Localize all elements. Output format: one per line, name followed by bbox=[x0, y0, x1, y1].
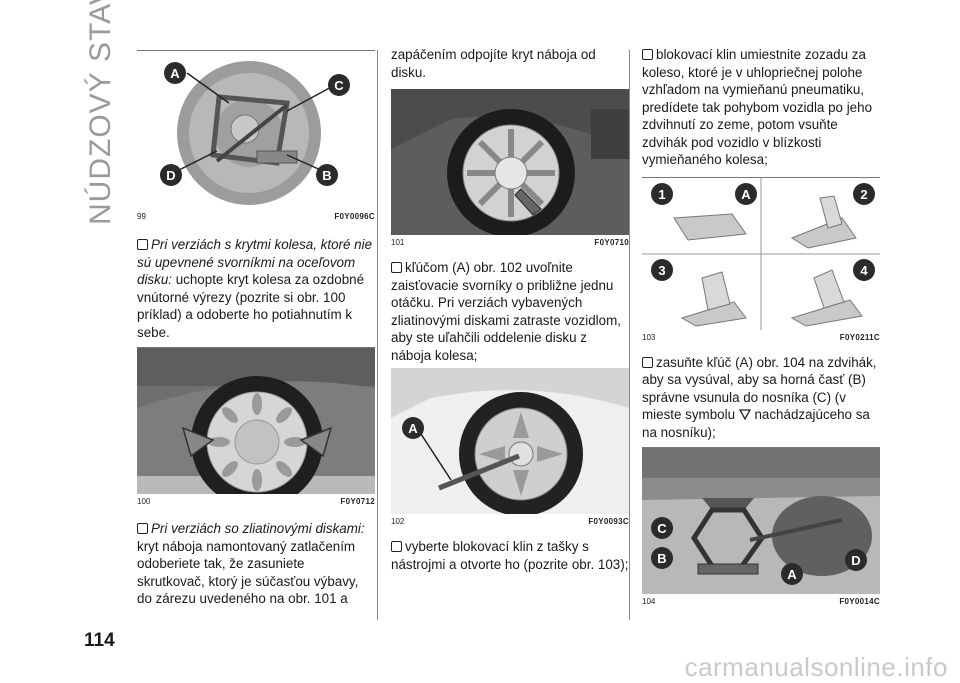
paragraph: zapáčením odpojíte kryt náboja od disku. bbox=[391, 47, 596, 80]
figure-caption: 103 F0Y0211C bbox=[642, 333, 880, 342]
alloy-wheel-hubcap-illustration bbox=[391, 89, 629, 235]
step-4: 4 bbox=[860, 263, 868, 278]
figure-caption: 100 F0Y0712 bbox=[137, 497, 375, 506]
callout-a: A bbox=[170, 66, 180, 81]
jack-placement-illustration: C B A D bbox=[642, 448, 880, 594]
paragraph-text: vyberte blokovací klin z tašky s nástroj… bbox=[391, 539, 629, 572]
step-3: 3 bbox=[658, 263, 665, 278]
wheel-wrench-illustration: A bbox=[391, 368, 629, 514]
figure-code: F0Y0096C bbox=[334, 212, 375, 221]
step-1: 1 bbox=[658, 187, 665, 202]
figure-number: 100 bbox=[137, 497, 151, 506]
figure-code: F0Y0712 bbox=[340, 497, 375, 506]
column-divider bbox=[629, 50, 630, 620]
bullet-box-icon bbox=[137, 523, 148, 534]
figure-caption: 99 F0Y0096C bbox=[137, 212, 375, 221]
callout-c: C bbox=[657, 521, 667, 536]
figure-code: F0Y0710 bbox=[594, 238, 629, 247]
bullet-box-icon bbox=[137, 239, 148, 250]
italic-lead: Pri verziách s krytmi kolesa, ktoré nie … bbox=[137, 237, 373, 287]
column-1: A C D B 99 F0Y0096C Pri verziách s krytm… bbox=[137, 50, 375, 608]
figure-number: 101 bbox=[391, 238, 405, 247]
callout-c: C bbox=[334, 78, 344, 93]
step-2: 2 bbox=[860, 187, 867, 202]
figure-caption: 101 F0Y0710 bbox=[391, 238, 629, 247]
column-3: blokovací klin umiestnite zozadu za kole… bbox=[642, 46, 880, 606]
figure-caption: 104 F0Y0014C bbox=[642, 597, 880, 606]
callout-b: B bbox=[657, 551, 666, 566]
section-title: NÚDZOVÝ STAV bbox=[84, 0, 117, 225]
italic-lead: Pri verziách so zliatinovými diskami: bbox=[151, 521, 365, 536]
figure-number: 99 bbox=[137, 212, 146, 221]
figure-99: A C D B 99 F0Y0096C bbox=[137, 50, 375, 221]
paragraph-text: kľúčom (A) obr. 102 uvoľnite zaisťovacie… bbox=[391, 260, 621, 363]
paragraph: zasuňte kľúč (A) obr. 104 na zdvihák, ab… bbox=[642, 354, 880, 442]
paragraph-text: zasuňte kľúč (A) obr. 104 na zdvihák, ab… bbox=[642, 354, 877, 423]
callout-d: D bbox=[166, 168, 175, 183]
page-number: 114 bbox=[84, 630, 115, 651]
callout-a: A bbox=[787, 567, 797, 582]
figure-104: C B A D 104 F0Y0014C bbox=[642, 447, 880, 606]
bullet-box-icon bbox=[642, 356, 653, 368]
callout-d: D bbox=[851, 553, 860, 568]
column-2: zapáčením odpojíte kryt náboja od disku.… bbox=[391, 46, 629, 573]
bullet-box-icon bbox=[642, 49, 653, 60]
wheel-cover-illustration bbox=[137, 348, 375, 494]
paragraph-text: uchopte kryt kolesa za ozdobné vnútorné … bbox=[137, 272, 365, 340]
figure-number: 102 bbox=[391, 517, 405, 526]
callout-b: B bbox=[322, 168, 331, 183]
figure-code: F0Y0014C bbox=[839, 597, 880, 606]
paragraph: Pri verziách so zliatinovými diskami: kr… bbox=[137, 520, 375, 608]
paragraph: blokovací klin umiestnite zozadu za kole… bbox=[642, 46, 880, 169]
wheel-chock-unfold-illustration: 1 A 2 3 4 bbox=[642, 177, 880, 330]
figure-number: 104 bbox=[642, 597, 656, 606]
paragraph-text: kryt náboja namontovaný zatlačením odobe… bbox=[137, 538, 359, 607]
footer-watermark: carmanualsonline.info bbox=[684, 652, 948, 682]
spare-wheel-tools-illustration: A C D B bbox=[137, 51, 375, 209]
figure-103: 1 A 2 3 4 103 F0Y0211C bbox=[642, 176, 880, 342]
figure-101: 101 F0Y0710 bbox=[391, 89, 629, 247]
column-divider bbox=[377, 50, 378, 620]
figure-caption: 102 F0Y0093C bbox=[391, 517, 629, 526]
figure-102: A 102 F0Y0093C bbox=[391, 368, 629, 526]
paragraph-text: blokovací klin umiestnite zozadu za kole… bbox=[642, 47, 873, 167]
paragraph: vyberte blokovací klin z tašky s nástroj… bbox=[391, 538, 629, 573]
paragraph: kľúčom (A) obr. 102 uvoľnite zaisťovacie… bbox=[391, 259, 629, 364]
figure-100: 100 F0Y0712 bbox=[137, 347, 375, 506]
bullet-box-icon bbox=[391, 541, 402, 552]
callout-a: A bbox=[408, 421, 418, 436]
paragraph-text: nachádzajúceho sa na nosníku); bbox=[642, 407, 870, 440]
paragraph: Pri verziách s krytmi kolesa, ktoré nie … bbox=[137, 236, 375, 341]
figure-code: F0Y0093C bbox=[588, 517, 629, 526]
triangle-symbol-icon bbox=[738, 409, 751, 420]
callout-a: A bbox=[741, 187, 751, 202]
figure-number: 103 bbox=[642, 332, 656, 342]
bullet-box-icon bbox=[391, 262, 402, 273]
figure-code: F0Y0211C bbox=[839, 332, 880, 342]
